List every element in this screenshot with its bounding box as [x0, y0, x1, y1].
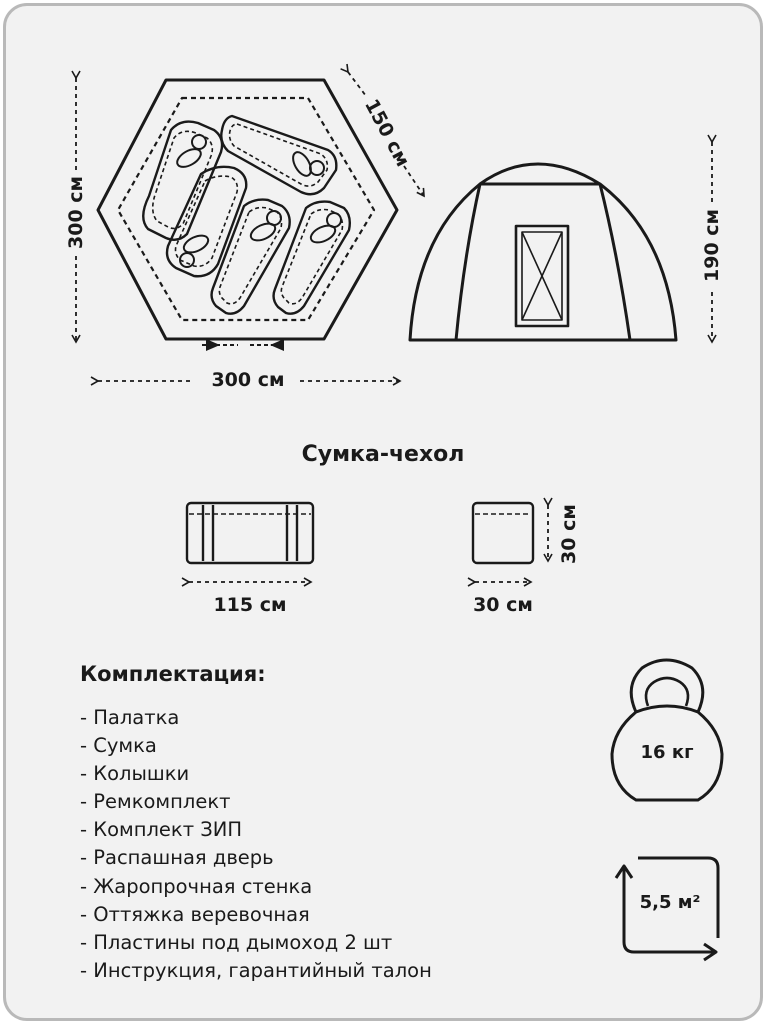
tent-height-label: 190 см: [701, 208, 723, 282]
kit-item: - Распашная дверь: [80, 846, 274, 870]
kit-item: - Пластины под дымоход 2 шт: [80, 930, 393, 954]
tent-depth-label: 300 см: [65, 175, 87, 249]
sleeping-bag-5: [272, 200, 352, 315]
bag-height-label: 30 см: [558, 504, 580, 564]
kettlebell-icon: [610, 658, 724, 802]
tent-dimension-lines: [71, 63, 425, 386]
sleeping-bag-2: [220, 114, 338, 196]
weight-value: 16 кг: [640, 742, 694, 763]
bag-width-label: 30 см: [473, 594, 533, 616]
bag-end-drawing: [471, 501, 535, 565]
tent-dome-outline: [408, 162, 678, 342]
bag-end-dimensions: [467, 497, 553, 587]
kit-item: - Сумка: [80, 734, 157, 758]
sleeping-bag-3: [165, 165, 248, 278]
tent-outline-hexagon: [96, 78, 399, 341]
area-corner-arrows-icon: [614, 856, 720, 962]
bag-length-label: 115 см: [213, 594, 287, 616]
kit-item: - Ремкомплект: [80, 790, 231, 814]
product-info-card: 300 см 300 см 150 см 190 см Сумка-чехол …: [3, 3, 763, 1021]
kit-item: - Инструкция, гарантийный талон: [80, 958, 432, 982]
kit-title: Комплектация:: [80, 662, 266, 686]
sleeping-bag-1: [142, 120, 224, 241]
tent-front-view: [408, 162, 678, 342]
kit-item: - Жаропрочная стенка: [80, 874, 313, 898]
kit-item: - Колышки: [80, 762, 190, 786]
tent-width-label: 300 см: [211, 369, 285, 391]
tent-floor-plan: [96, 78, 399, 351]
kit-item: - Комплект ЗИП: [80, 818, 243, 842]
tent-inner-floor-dashed: [116, 96, 376, 322]
sleeping-bag-4: [210, 198, 291, 315]
kit-list: - Палатка - Сумка - Колышки - Ремкомплек…: [80, 704, 432, 985]
bag-long-drawing: [185, 501, 315, 565]
kit-item: - Палатка: [80, 706, 180, 729]
diagram-artwork: [71, 63, 724, 962]
kit-item: - Оттяжка веревочная: [80, 902, 310, 926]
area-value: 5,5 м²: [639, 892, 701, 913]
bag-section-title: Сумка-чехол: [301, 442, 465, 467]
door-arrows-icon: [202, 339, 284, 351]
tent-window: [514, 224, 570, 328]
